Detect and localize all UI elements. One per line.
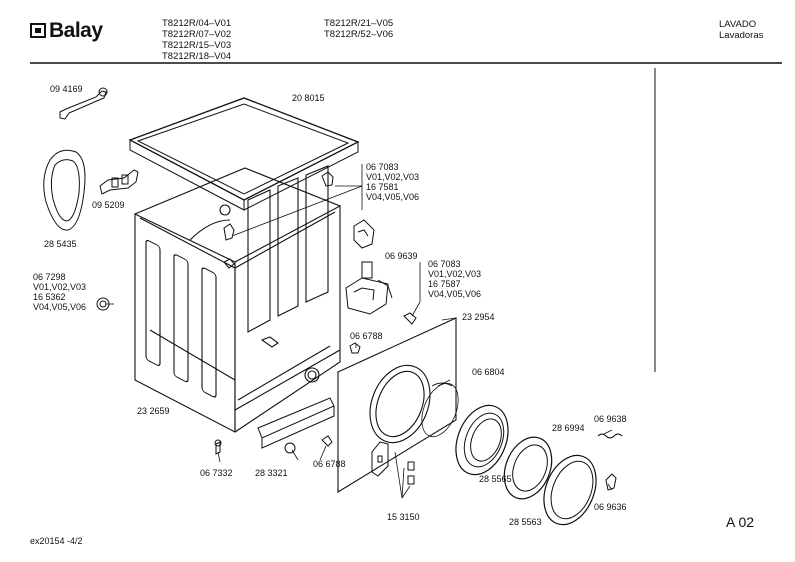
front-panel [337,317,459,493]
part-label: 16 7581 [366,182,399,192]
cabinet-frame [134,165,342,433]
brand-logo: Balay [30,19,103,43]
part-label-group: 06 7083 V01,V02,V03 16 7581 V04,V05,V06 [366,162,419,202]
part-label: 06 9639 [385,251,418,261]
part-label: 28 3321 [255,468,288,478]
model-code: T8212R/04–V01 [162,18,232,29]
gasket-part [43,149,86,231]
hinge-part [371,441,415,485]
part-label: 28 5435 [44,239,77,249]
part-label: 06 7332 [200,468,233,478]
part-label-group: 06 7083 V01,V02,V03 16 7587 V04,V05,V06 [428,259,481,299]
part-label: 06 7298 [33,272,66,282]
part-label: 06 6788 [313,459,346,469]
document-id: ex20154 -4/2 [30,536,83,546]
part-label: 28 5563 [509,517,542,527]
model-code: T8212R/52–V06 [324,29,394,40]
page-code: A 02 [726,514,755,530]
part-label: 06 7083 [428,259,461,269]
part-label: 28 5565 [479,474,512,484]
part-label: 06 7083 [366,162,399,172]
part-label: 28 6994 [552,423,585,433]
door-glass [503,436,553,500]
model-code: T8212R/18–V04 [162,51,232,62]
leader-lines [106,164,613,499]
variant-label: V04,V05,V06 [366,192,420,202]
variant-label: V01,V02,V03 [33,282,87,292]
plinth-rail [257,397,335,449]
model-code: T8212R/15–V03 [162,40,232,51]
clamp-part [99,169,139,195]
model-list-1: T8212R/04–V01 T8212R/07–V02 T8212R/15–V0… [162,18,231,62]
category-block: LAVADO Lavadoras [719,19,763,41]
screw-parts [214,312,417,455]
top-lid [128,97,360,211]
brand-logo-icon [30,23,46,38]
part-label: 09 4169 [50,84,83,94]
part-label-group: 06 7298 V01,V02,V03 16 5362 V04,V05,V06 [33,272,86,312]
wrench-part [59,87,108,120]
part-label: 23 2659 [137,406,170,416]
variant-label: V01,V02,V03 [366,172,420,182]
part-label: 06 9638 [594,414,627,424]
brand-name: Balay [49,19,103,42]
part-label: 06 6804 [472,367,505,377]
part-label: 20 8015 [292,93,325,103]
part-label: 15 3150 [387,512,420,522]
part-label: 06 6788 [350,331,383,341]
subcategory-title: Lavadoras [719,30,764,41]
part-label: 09 5209 [92,200,125,210]
switch-bracket-part [353,219,375,249]
model-code: T8212R/21–V05 [324,18,394,29]
category-title: LAVADO [719,19,757,30]
model-code: T8212R/07–V02 [162,29,232,40]
door-frame-inner [455,404,509,476]
variant-label: V04,V05,V06 [33,302,87,312]
spring-part [597,433,623,439]
model-list-2: T8212R/21–V05 T8212R/52–V06 [324,18,393,40]
door-catch-part [605,473,617,491]
part-label: 06 9636 [594,502,627,512]
part-label: 16 5362 [33,292,66,302]
variant-label: V01,V02,V03 [428,269,482,279]
seal-clip-part [431,382,453,387]
part-label: 16 7587 [428,279,461,289]
foot-part [96,297,110,311]
variant-label: V04,V05,V06 [428,289,482,299]
part-label: 23 2954 [462,312,495,322]
small-clip-parts [223,171,334,269]
door-lock-part [345,261,393,315]
door-outer [543,454,597,526]
